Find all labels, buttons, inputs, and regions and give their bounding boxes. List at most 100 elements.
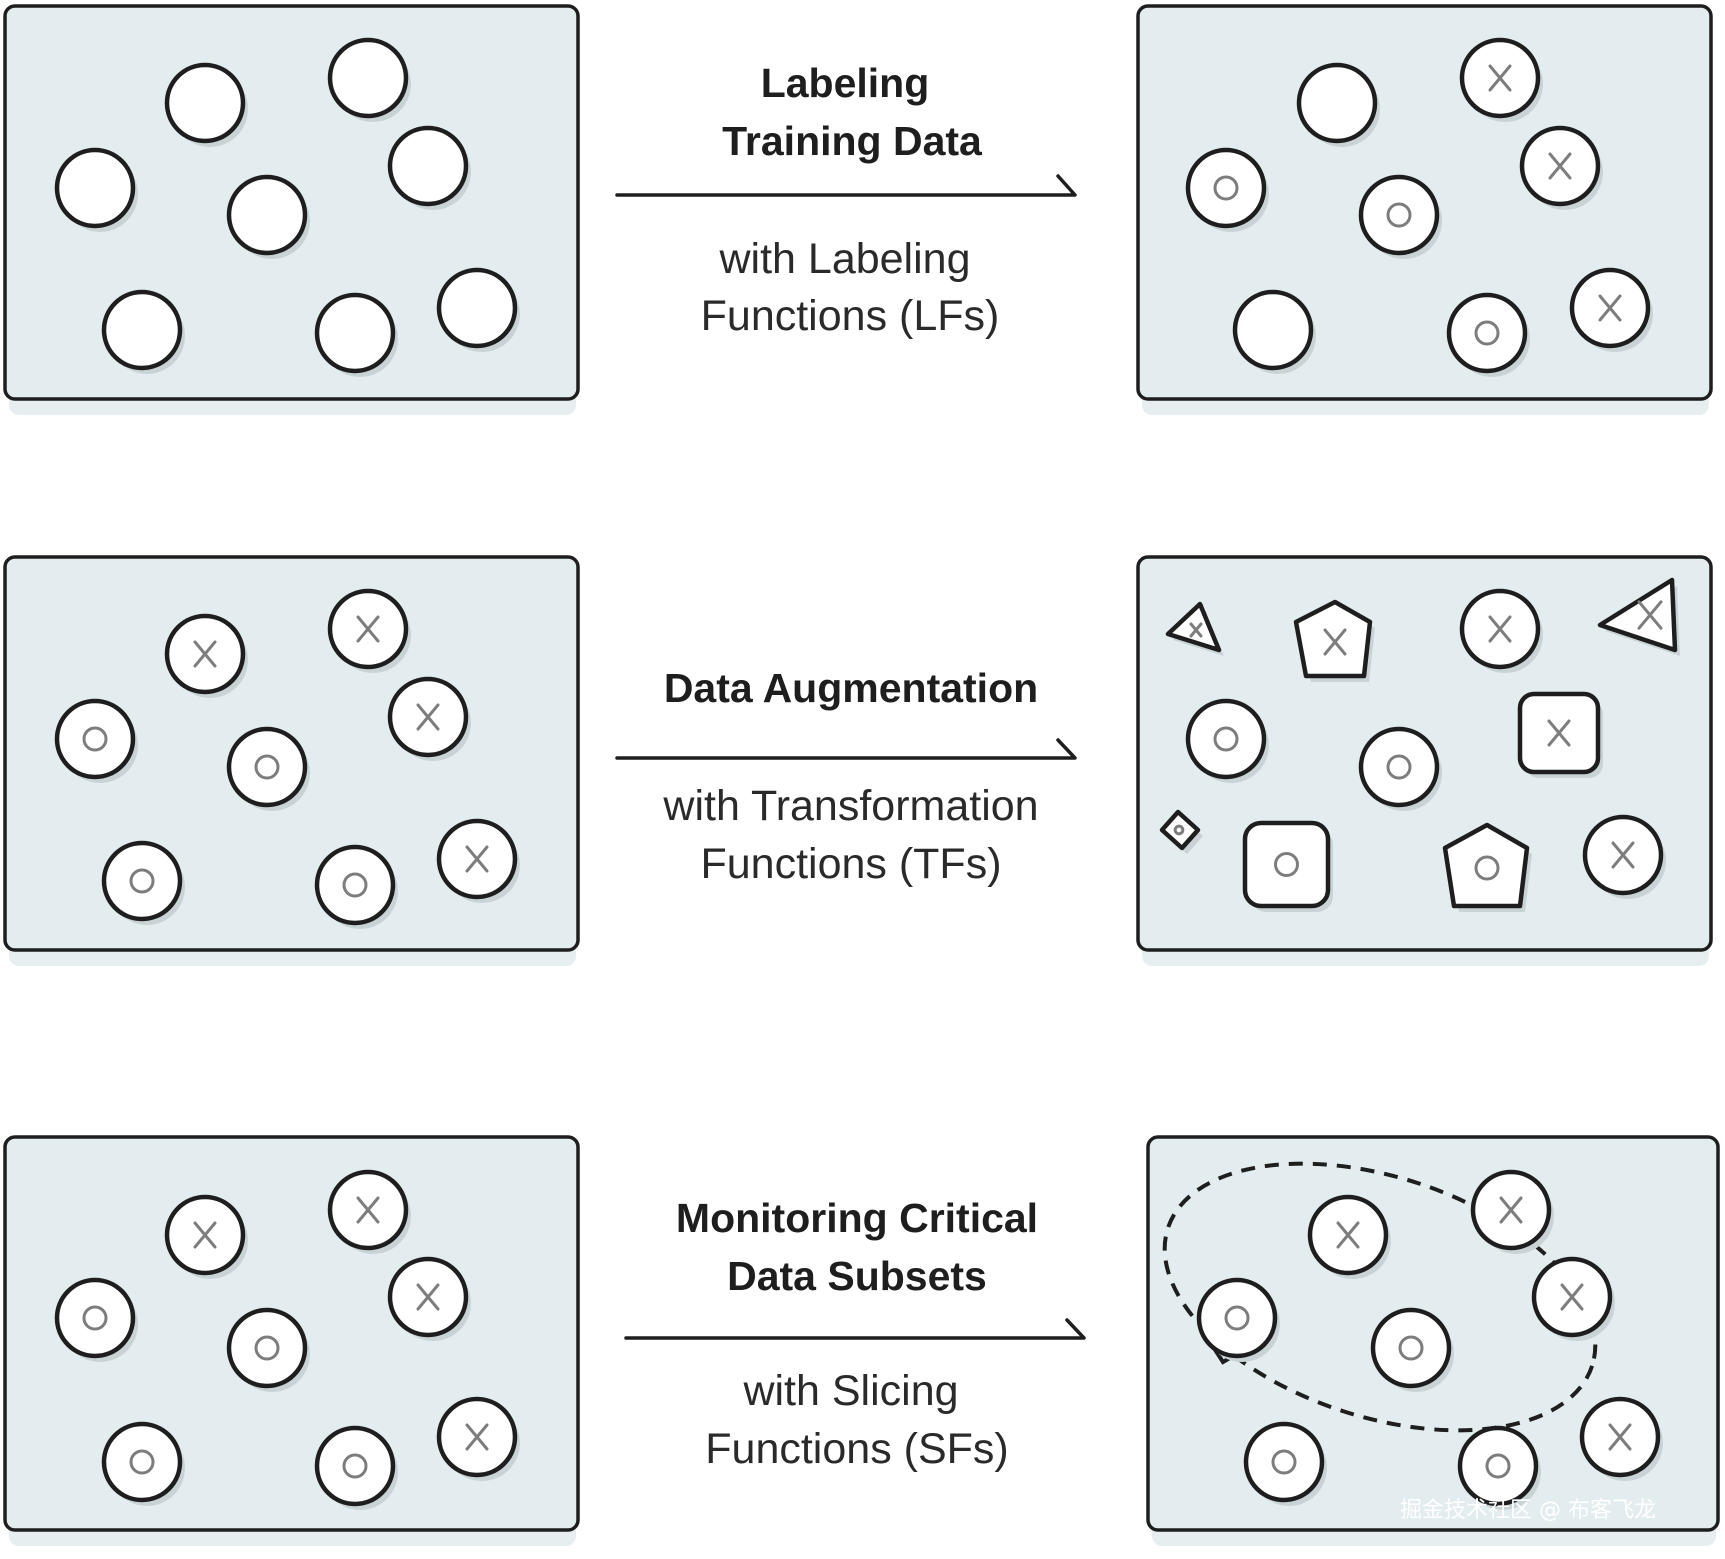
- x-item: [1459, 37, 1543, 122]
- x-mark: [1323, 628, 1347, 656]
- row-2-arrow: [615, 738, 1077, 760]
- o-mark: [1224, 1305, 1250, 1331]
- o-mark: [254, 1335, 280, 1361]
- x-item: [387, 1256, 471, 1341]
- unlabeled-item: [436, 267, 520, 352]
- row-3-subtitle-line-1: with Slicing: [742, 1367, 958, 1415]
- o-mark: [129, 1449, 155, 1475]
- x-item: [1307, 1194, 1391, 1279]
- x-item: [1569, 267, 1653, 352]
- o-item: [226, 1307, 310, 1392]
- o-item: [1159, 809, 1203, 854]
- x-mark: [193, 1221, 217, 1249]
- x-mark: [1637, 600, 1663, 630]
- unlabeled-item: [54, 147, 138, 232]
- panel-row1-labeled: [1136, 4, 1713, 415]
- o-item: [1185, 698, 1269, 783]
- x-item: [1579, 1396, 1663, 1481]
- o-item: [1358, 174, 1442, 259]
- o-mark: [1474, 855, 1500, 881]
- o-mark: [342, 1453, 368, 1479]
- unlabeled-item: [164, 62, 248, 147]
- x-item: [1470, 1169, 1554, 1254]
- o-mark: [1485, 1453, 1511, 1479]
- x-item: [1531, 1256, 1615, 1341]
- x-mark: [1598, 294, 1622, 322]
- x-mark: [1611, 841, 1635, 869]
- x-mark: [1608, 1423, 1632, 1451]
- o-mark: [254, 754, 280, 780]
- o-mark: [82, 726, 108, 752]
- row-2-label: Data Augmentation with Transformation Fu…: [615, 665, 1077, 888]
- o-mark: [1398, 1335, 1424, 1361]
- x-item: [436, 818, 520, 903]
- x-item: [1519, 125, 1603, 210]
- o-item: [1442, 822, 1532, 912]
- x-mark: [1488, 64, 1512, 92]
- o-item: [1242, 820, 1333, 912]
- x-item: [1597, 577, 1680, 656]
- o-item: [1358, 726, 1442, 811]
- panel-row2-input: [3, 555, 580, 966]
- x-mark: [1189, 622, 1203, 638]
- o-mark: [129, 868, 155, 894]
- row-1-arrow: [615, 174, 1077, 197]
- x-mark: [1547, 719, 1571, 747]
- o-item: [226, 726, 310, 811]
- x-mark: [416, 703, 440, 731]
- o-item: [1370, 1307, 1454, 1392]
- panel-row1-input: [3, 4, 580, 415]
- x-mark: [465, 845, 489, 873]
- row-1-subtitle-line-1: with Labeling: [718, 235, 970, 283]
- unlabeled-item: [1296, 62, 1380, 147]
- o-item: [314, 844, 398, 929]
- o-mark: [82, 1305, 108, 1331]
- x-mark: [193, 640, 217, 668]
- slice-boundary: [1162, 1161, 1598, 1433]
- o-mark: [1213, 726, 1239, 752]
- row-3-label: Monitoring Critical Data Subsets with Sl…: [624, 1195, 1086, 1473]
- x-item: [1459, 588, 1543, 673]
- panel-row3-input: [3, 1135, 580, 1546]
- panels-layer: [3, 4, 1720, 1546]
- o-item: [54, 698, 138, 783]
- x-item: [164, 613, 248, 698]
- o-item: [1185, 147, 1269, 232]
- o-item: [1243, 1421, 1327, 1506]
- panel-row2-augmented: [1136, 555, 1713, 966]
- row-2-title-line-1: Data Augmentation: [664, 665, 1038, 711]
- x-item: [1165, 601, 1224, 656]
- row-2-subtitle-line-1: with Transformation: [662, 782, 1038, 830]
- row-3-title-line-2: Data Subsets: [727, 1253, 987, 1299]
- row-1-label: Labeling Training Data with Labeling Fun…: [615, 60, 1077, 340]
- row-3-title-line-1: Monitoring Critical: [676, 1195, 1038, 1241]
- x-mark: [1560, 1283, 1584, 1311]
- row-1-title-line-2: Training Data: [722, 118, 983, 164]
- x-item: [436, 1396, 520, 1481]
- x-item: [1293, 599, 1375, 682]
- o-item: [101, 1421, 185, 1506]
- o-item: [54, 1277, 138, 1362]
- x-mark: [1488, 615, 1512, 643]
- x-item: [1517, 691, 1603, 778]
- o-mark: [1173, 824, 1185, 836]
- x-mark: [1548, 152, 1572, 180]
- x-item: [327, 1169, 411, 1254]
- row-1-subtitle-line-2: Functions (LFs): [701, 292, 1000, 340]
- x-mark: [465, 1423, 489, 1451]
- o-item: [314, 1425, 398, 1510]
- unlabeled-item: [314, 292, 398, 377]
- x-item: [327, 588, 411, 673]
- x-mark: [416, 1283, 440, 1311]
- x-mark: [1336, 1221, 1360, 1249]
- o-mark: [1474, 320, 1500, 346]
- o-item: [1457, 1425, 1541, 1510]
- x-item: [387, 676, 471, 761]
- o-mark: [1213, 175, 1239, 201]
- row-3-arrow: [624, 1318, 1086, 1340]
- unlabeled-item: [1232, 289, 1316, 374]
- o-mark: [1271, 1449, 1297, 1475]
- x-item: [1582, 814, 1666, 899]
- x-mark: [1499, 1196, 1523, 1224]
